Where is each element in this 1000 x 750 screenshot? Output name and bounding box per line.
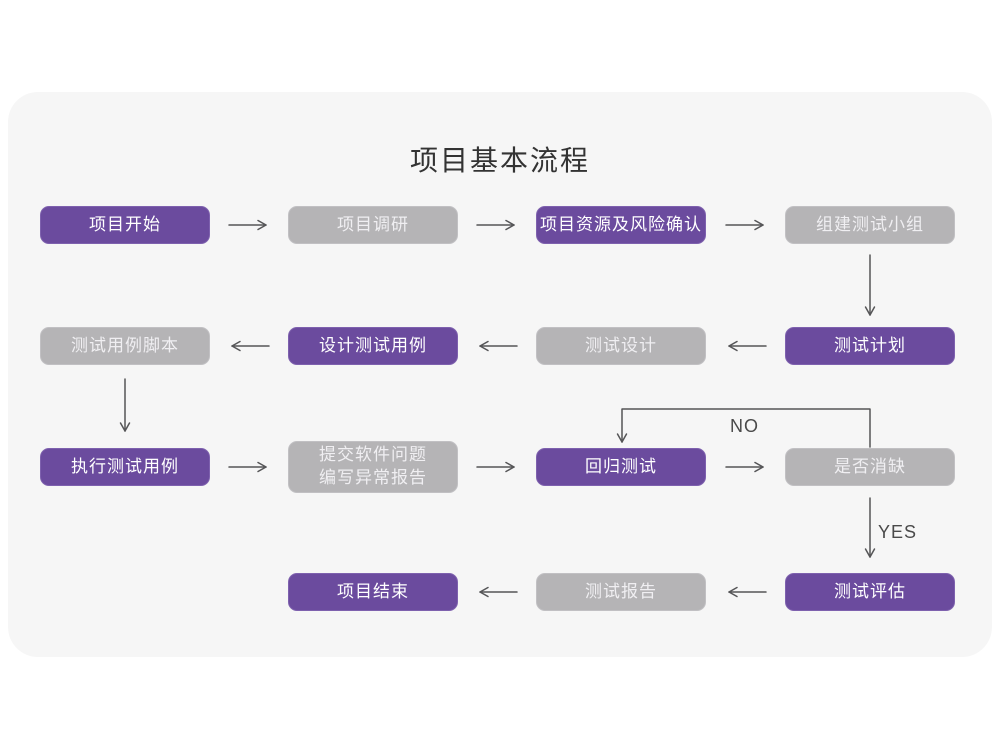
node-resources-risk-confirm: 项目资源及风险确认 <box>536 206 706 244</box>
no-branch-label: NO <box>730 416 759 436</box>
node-project-end: 项目结束 <box>288 573 458 611</box>
node-project-research: 项目调研 <box>288 206 458 244</box>
node-project-start: 项目开始 <box>40 206 210 244</box>
node-test-evaluation: 测试评估 <box>785 573 955 611</box>
node-regression-test: 回归测试 <box>536 448 706 486</box>
node-test-case-script: 测试用例脚本 <box>40 327 210 365</box>
node-execute-test-cases: 执行测试用例 <box>40 448 210 486</box>
node-test-design: 测试设计 <box>536 327 706 365</box>
node-test-plan: 测试计划 <box>785 327 955 365</box>
flowchart-panel <box>8 92 992 657</box>
yes-branch-label: YES <box>878 522 918 542</box>
node-submit-issues-report: 提交软件问题 编写异常报告 <box>288 441 458 493</box>
flowchart-title: 项目基本流程 <box>409 145 590 176</box>
node-test-report: 测试报告 <box>536 573 706 611</box>
node-design-test-cases: 设计测试用例 <box>288 327 458 365</box>
node-build-test-team: 组建测试小组 <box>785 206 955 244</box>
node-defect-cleared: 是否消缺 <box>785 448 955 486</box>
